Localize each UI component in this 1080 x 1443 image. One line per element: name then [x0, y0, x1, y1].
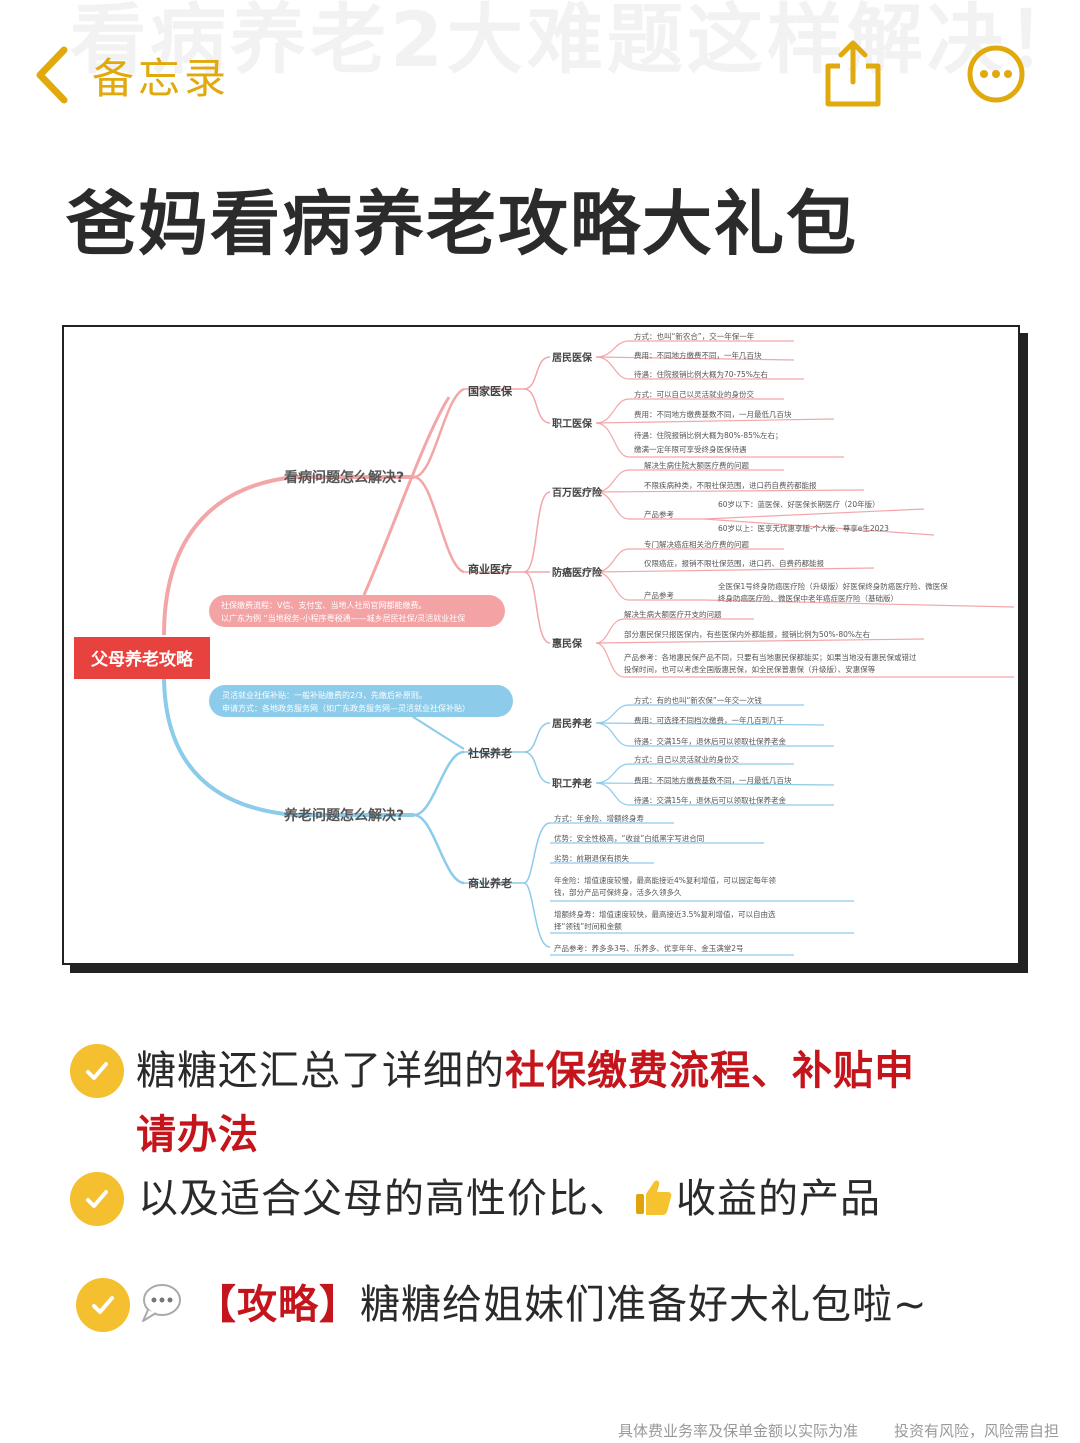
check-icon	[70, 1044, 124, 1098]
leaf-text: 60岁以上：医享无忧惠享版-个人版、尊享e生2023	[718, 523, 889, 533]
leaf-text: 终身防癌医疗险、微医保中老年癌症医疗险（基础版）	[718, 593, 898, 603]
leaf-text: 劣势：前期退保有损失	[554, 853, 629, 863]
top-bar: 备忘录	[0, 0, 1080, 150]
leaf-text: 优势：安全性极高，“收益”白纸黑字写进合同	[554, 833, 704, 843]
leaf-text: 待遇：交满15年，退休后可以领取社保养老金	[634, 736, 787, 746]
blue-note-line1: 灵活就业社保补贴：一般补贴缴费的2/3，先缴后补原则。	[222, 690, 427, 700]
leaf-text: 费用：可选择不同档次缴费，一年几百到几千	[634, 715, 784, 725]
leaf-text: 产品参考	[644, 590, 674, 600]
node-commercial-elder: 商业养老	[468, 876, 512, 890]
bullet-item-1: 糖糖还汇总了详细的社保缴费流程、补贴申请办法	[70, 1039, 976, 1167]
node-employee-med: 职工医保	[552, 417, 593, 430]
leaf-text: 费用：不同地方缴费不同，一年几百块	[634, 350, 762, 360]
bullet-item-2: 以及适合父母的高性价比、收益的产品	[70, 1167, 881, 1231]
node-resident-elder: 居民养老	[552, 717, 592, 730]
thumbs-up-icon	[636, 1180, 672, 1215]
blue-note-line2: 申请方式：各地政务服务网（如广东政务服务网—灵活就业社保补贴）	[222, 703, 470, 713]
leaf-text: 年金险：增值速度较慢，最高能接近4%复利增值，可以固定每年领	[554, 875, 776, 885]
chevron-left-icon	[36, 46, 68, 104]
leaf-text: 方式：年金险、增额终身寿	[554, 813, 644, 823]
leaf-text: 方式：自己以灵活就业的身份交	[634, 754, 739, 764]
node-resident-med: 居民医保	[552, 351, 593, 364]
leaf-text: 方式：有的也叫“新农保”一年交一次钱	[634, 695, 762, 705]
back-button[interactable]: 备忘录	[28, 40, 230, 110]
leaf-text: 部分惠民保只报医保内，有些医保内外都能报，报销比例为50%-80%左右	[624, 629, 871, 639]
node-national: 国家医保	[468, 384, 513, 398]
leaf-text: 方式：可以自己以灵活就业的身份交	[634, 389, 754, 399]
footer-disclaimer-left: 具体费业务率及保单金额以实际为准	[618, 1422, 859, 1440]
leaf-text: 缴满一定年限可享受终身医保待遇	[634, 444, 747, 454]
node-commercial-med: 商业医疗	[468, 562, 512, 576]
leaf-text: 增额终身寿：增值速度较快，最高接近3.5%复利增值，可以自由选	[554, 909, 776, 919]
pink-note-line1: 社保缴费流程：V信、支付宝、当地人社局官网都能缴费。	[221, 600, 426, 610]
leaf-text: 产品参考：养多多3号、乐养多、优享年年、金玉满堂2号	[554, 943, 744, 953]
elder-branch-label: 养老问题怎么解决?	[283, 807, 404, 824]
leaf-text: 全医保1号终身防癌医疗险（升级版）好医保终身防癌医疗险、微医保	[718, 581, 948, 591]
back-label: 备忘录	[92, 53, 231, 103]
bullet-text-1: 糖糖还汇总了详细的社保缴费流程、补贴申请办法	[136, 1048, 915, 1158]
node-cancer-med: 防癌医疗险	[552, 566, 603, 579]
leaf-text: 待遇：交满15年，退休后可以领取社保养老金	[634, 795, 787, 805]
leaf-text: 专门解决癌症相关治疗费的问题	[644, 539, 749, 549]
leaf-text: 仅限癌症，报销不限社保范围，进口药、自费药都能报	[644, 558, 824, 568]
bullet-text-3: 【攻略】糖糖给姐妹们准备好大礼包啦~	[138, 1273, 928, 1337]
check-icon	[70, 1172, 124, 1226]
leaf-text: 方式：也叫“新农合”，交一年保一年	[634, 331, 755, 341]
share-icon[interactable]	[822, 38, 884, 108]
pink-note-line2: 以广东为例 “当地税务-小程序粤税通——城乡居民社保/灵活就业社保	[221, 613, 465, 623]
mindmap-root: 父母养老攻略	[90, 649, 194, 670]
leaf-text: 待遇：住院报销比例大概为80%-85%左右；	[634, 430, 783, 440]
leaf-text: 投保时间，也可以考虑全国版惠民保，如全民保普惠保（升级版）、安惠保等	[624, 664, 876, 674]
bullet-item-3: 【攻略】糖糖给姐妹们准备好大礼包啦~	[76, 1273, 928, 1337]
check-icon	[76, 1278, 130, 1332]
leaf-text: 产品参考	[644, 509, 674, 519]
leaf-text: 择“领钱”时间和金额	[554, 921, 622, 931]
leaf-text: 费用：不同地方缴费基数不同，一月最低几百块	[634, 775, 792, 785]
ghost-title: 看病养老2大难题这样解决！	[70, 0, 1080, 84]
node-social-elder: 社保养老	[467, 746, 512, 760]
node-employee-elder: 职工养老	[552, 777, 592, 790]
leaf-text: 不限疾病种类，不限社保范围，进口药自费药都能报	[644, 480, 817, 490]
leaf-text: 钱，部分产品可保终身，活多久领多久	[554, 887, 682, 897]
node-huimin: 惠民保	[552, 637, 583, 650]
more-icon[interactable]	[966, 44, 1026, 104]
leaf-text: 产品参考：各地惠民保产品不同，只要有当地惠民保都能买；如果当地没有惠民保或错过	[624, 652, 917, 662]
node-million-med: 百万医疗险	[552, 486, 603, 499]
speech-bubble-icon	[142, 1284, 181, 1322]
mindmap: 父母养老攻略 看病问题怎么解决? 养老问题怎么解决? 社保缴费流程：V信、支付宝…	[74, 331, 1015, 956]
health-branch-label: 看病问题怎么解决?	[283, 469, 404, 486]
leaf-text: 费用：不同地方缴费基数不同，一月最低几百块	[634, 409, 792, 419]
leaf-text: 解决生病大额医疗开支的问题	[624, 609, 722, 619]
leaf-text: 60岁以下：蓝医保、好医保长期医疗（20年版）	[718, 499, 880, 509]
leaf-text: 待遇：住院报销比例大概为70-75%左右	[634, 369, 768, 379]
leaf-text: 解决生病住院大额医疗费的问题	[644, 460, 749, 470]
page-title: 爸妈看病养老攻略大礼包	[66, 183, 858, 265]
mindmap-image: 父母养老攻略 看病问题怎么解决? 养老问题怎么解决? 社保缴费流程：V信、支付宝…	[62, 325, 1020, 965]
footer-disclaimer-right: 投资有风险，风险需自担	[894, 1422, 1060, 1440]
bullet-text-2: 以及适合父母的高性价比、收益的产品	[138, 1176, 881, 1222]
